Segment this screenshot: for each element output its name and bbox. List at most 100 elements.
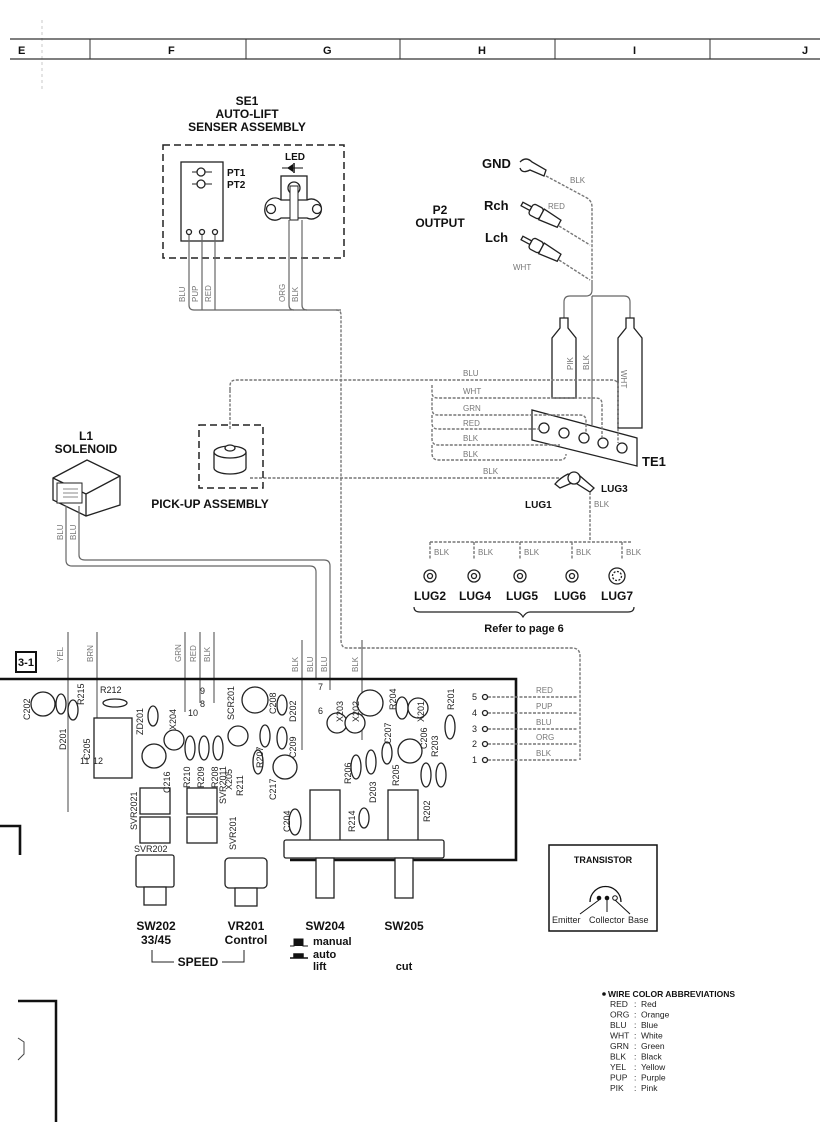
legend-abbr: GRN: [610, 1041, 629, 1051]
solenoid-wire-2: BLU: [69, 524, 78, 540]
legend-name: Pink: [641, 1083, 658, 1093]
board-tag-box: [15, 651, 37, 673]
grid-header: E F G H I J: [10, 20, 820, 90]
lug1-lug3-icon: [554, 473, 595, 493]
svg-text:C216: C216: [162, 771, 172, 793]
pt1-label: PT1: [227, 168, 246, 179]
lch-plug-icon: [520, 235, 562, 263]
c207-symbol: [381, 741, 393, 765]
svg-text:7: 7: [318, 682, 323, 692]
svg-text:D201: D201: [58, 728, 68, 750]
grid-col-g: G: [323, 45, 332, 57]
svg-text:11: 11: [80, 756, 89, 766]
switch-bar: [283, 839, 445, 859]
rch-label: Rch: [484, 198, 509, 213]
pin-3: 3: [472, 724, 477, 734]
bundle-wire-grn: GRN: [463, 404, 481, 413]
svr2011-block: [186, 787, 218, 815]
sensor-assembly[interactable]: SE1 AUTO-LIFT SENSER ASSEMBLY PT1 PT2 LE…: [162, 94, 345, 640]
bundle-wire-wht: WHT: [463, 387, 481, 396]
sensor-wire-org: ORG: [278, 284, 287, 302]
svg-text:C209: C209: [288, 736, 298, 758]
legend-separator: :: [634, 1031, 636, 1041]
c206-symbol: [397, 738, 423, 764]
transistor-title: TRANSISTOR: [574, 855, 633, 865]
pin-1-wire: BLK: [536, 749, 552, 758]
legend-separator: :: [634, 1010, 636, 1020]
legend-title: WIRE COLOR ABBREVIATIONS: [608, 989, 735, 999]
x201-symbol: [407, 697, 429, 719]
sw204-auto: auto: [313, 949, 337, 961]
svg-text:SVR2021: SVR2021: [129, 791, 139, 830]
pcb-wire-grn: GRN: [174, 644, 183, 662]
pcb-connector[interactable]: 5 4 3 2 1 RED PUP BLU ORG BLK: [340, 639, 581, 765]
grid-col-f: F: [168, 45, 175, 57]
c217-symbol: [272, 754, 298, 780]
pcb-wire-blk-2: BLK: [291, 656, 300, 672]
legend-abbr: PUP: [610, 1073, 628, 1083]
legend-separator: :: [634, 1073, 636, 1083]
r208-symbol: [212, 735, 224, 761]
te1-wire-wht: WHT: [619, 370, 628, 388]
lug7-wire: BLK: [626, 548, 642, 557]
terminal-te1[interactable]: PIK BLK WHT TE1 BLU WHT GRN RED BLK BLK …: [229, 280, 666, 540]
pcb-components: [30, 686, 456, 907]
r210-symbol: [184, 735, 196, 761]
c205-block: [93, 717, 133, 779]
svg-text:12: 12: [93, 756, 103, 766]
speed-label: SPEED: [178, 955, 219, 969]
svg-text:C205: C205: [82, 738, 92, 760]
vr201-desc: Control: [225, 933, 268, 947]
pt2-label: PT2: [227, 180, 246, 191]
r206-symbol: [350, 754, 362, 780]
vr201-knob: [234, 887, 258, 907]
svg-text:C206: C206: [419, 727, 429, 749]
legend-name: Black: [641, 1052, 663, 1062]
pcb-board[interactable]: YEL BRN GRN RED BLK BLK BLU BLU BLK 3-1 …: [0, 632, 581, 907]
grid-col-h: H: [478, 45, 486, 57]
solenoid-l1[interactable]: L1 SOLENOID BLU BLU: [52, 429, 331, 640]
sw202-knob: [143, 886, 167, 906]
solenoid-wire-1: BLU: [56, 524, 65, 540]
pickup-assembly[interactable]: PICK-UP ASSEMBLY: [151, 390, 269, 511]
r209-symbol: [198, 735, 210, 761]
svg-text:D202: D202: [288, 700, 298, 722]
sensor-ref: SE1: [236, 94, 259, 108]
legend-abbr: PIK: [610, 1083, 624, 1093]
pcb-wire-blu-2: BLU: [320, 656, 329, 672]
r214-symbol: [358, 807, 370, 829]
lug5-wire: BLK: [524, 548, 540, 557]
led-label: LED: [285, 152, 305, 163]
legend-abbr: WHT: [610, 1031, 629, 1041]
d203-symbol: [365, 749, 377, 775]
te1-label: TE1: [642, 454, 666, 469]
output-connectors[interactable]: P2 OUTPUT GND Rch Lch BLK RED WHT: [415, 156, 593, 281]
sw204-label: SW204: [305, 919, 345, 933]
svg-text:R215: R215: [76, 683, 86, 705]
c209-symbol: [276, 726, 288, 750]
lch-wire-label: WHT: [513, 263, 531, 272]
svg-text:R202: R202: [422, 800, 432, 822]
lug1-wire-label: BLK: [483, 467, 499, 476]
ground-lugs[interactable]: BLK BLK BLK BLK BLK LUG2 LUG4 LUG5 LUG6 …: [413, 541, 642, 635]
sw205-plunger: [394, 857, 414, 899]
c202-symbol: [30, 691, 56, 717]
svg-text:R210: R210: [182, 766, 192, 788]
svg-text:ZD201: ZD201: [135, 708, 145, 735]
output-ref: P2: [433, 203, 448, 217]
sensor-wire-pup: PUP: [191, 286, 200, 302]
pcb-wire-brn: BRN: [86, 645, 95, 662]
lug5-label: LUG5: [506, 589, 538, 603]
sw204-manual: manual: [313, 936, 352, 948]
d202-symbol: [276, 694, 288, 716]
vr201-label: VR201: [228, 919, 265, 933]
sensor-wire-blu: BLU: [178, 286, 187, 302]
sensor-name-line2: SENSER ASSEMBLY: [188, 120, 306, 134]
grid-col-e: E: [18, 45, 25, 57]
pt2-symbol: [196, 179, 206, 189]
grid-col-i: I: [633, 45, 636, 57]
bundle-wire-red: RED: [463, 419, 480, 428]
legend-abbr: ORG: [610, 1010, 629, 1020]
pin-4-wire: PUP: [536, 702, 552, 711]
legend-name: White: [641, 1031, 663, 1041]
